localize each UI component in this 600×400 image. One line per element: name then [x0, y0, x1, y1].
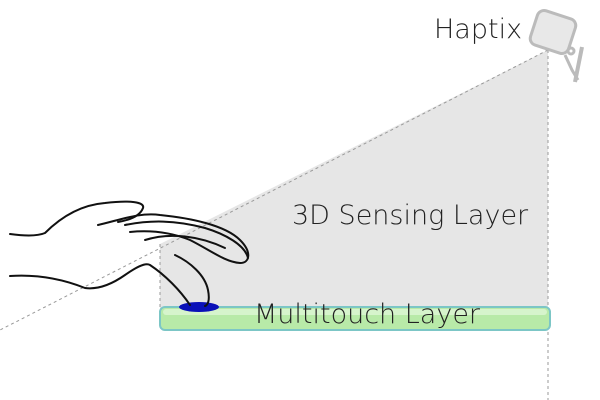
sensing-boundary-dashed [0, 49, 549, 331]
sensing-volume [160, 50, 548, 310]
hand-icon [9, 200, 250, 307]
multitouch-layer-label: Multitouch Layer [254, 299, 481, 330]
touch-point [179, 302, 219, 312]
multitouch-highlight [163, 309, 547, 315]
sensing-layer-label: 3D Sensing Layer [292, 200, 529, 231]
haptix-device-icon [528, 9, 584, 83]
haptix-label: Haptix [434, 14, 523, 45]
